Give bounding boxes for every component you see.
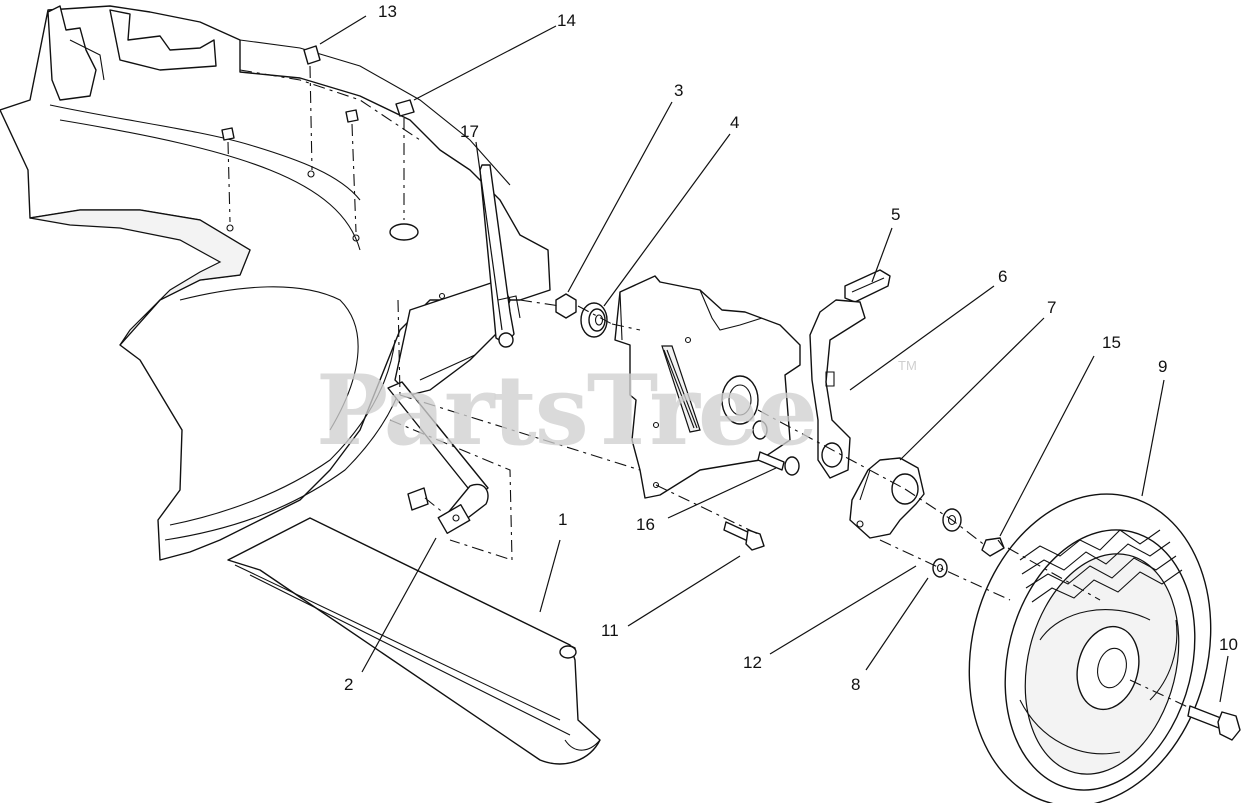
carriage-bolt-short	[757, 451, 800, 476]
callout-9: 9	[1158, 357, 1167, 376]
callout-16: 16	[636, 515, 655, 534]
callout-15: 15	[1102, 333, 1121, 352]
callout-3: 3	[674, 81, 683, 100]
rear-axle-rod	[387, 299, 513, 561]
callout-1: 1	[558, 510, 567, 529]
rear-baffle	[227, 517, 601, 765]
watermark-trademark: TM	[898, 358, 917, 373]
hex-nut	[555, 293, 577, 319]
callout-2: 2	[344, 675, 353, 694]
callout-12: 12	[743, 653, 762, 672]
axle-bolt	[1187, 705, 1241, 741]
callout-13: 13	[378, 2, 397, 21]
callout-14: 14	[557, 11, 576, 30]
small-washer	[932, 558, 948, 578]
height-adjust-lever	[479, 164, 521, 348]
watermark-text: PartsTree	[316, 354, 816, 467]
callout-6: 6	[998, 267, 1007, 286]
deck-screws	[221, 45, 415, 141]
adjust-knob-grip	[844, 269, 891, 303]
shoulder-bolt	[981, 537, 1005, 557]
rear-wheel	[968, 493, 1212, 803]
mower-deck-housing	[0, 5, 551, 561]
assembly-center-lines	[227, 65, 1191, 709]
height-adjust-arm	[809, 299, 866, 479]
callout-17: 17	[460, 122, 479, 141]
callout-8: 8	[851, 675, 860, 694]
pivot-bushing	[577, 302, 613, 338]
callout-leader-lines	[319, 15, 1229, 703]
tire-tread	[1019, 529, 1183, 603]
callout-5: 5	[891, 205, 900, 224]
callout-4: 4	[730, 113, 739, 132]
height-adjust-plate	[614, 275, 801, 499]
callout-11: 11	[601, 621, 619, 640]
wheel-bracket	[849, 457, 925, 539]
callout-7: 7	[1047, 298, 1056, 317]
callout-10: 10	[1219, 635, 1238, 654]
hex-bolt	[723, 521, 765, 551]
